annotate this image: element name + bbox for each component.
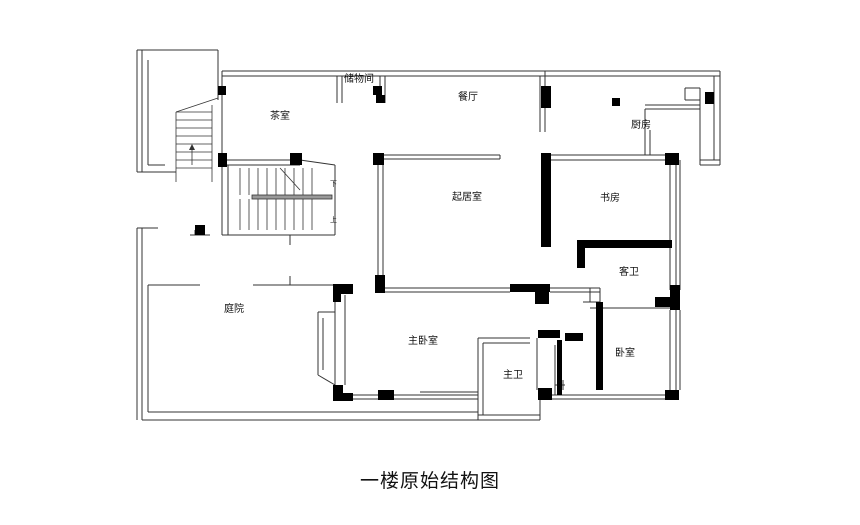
room-label-master-bath: 主卫 [503, 369, 523, 381]
plan-caption: 一楼原始结构图 [359, 470, 500, 492]
room-label-storage: 储物间 [344, 72, 374, 85]
room-label-living: 起居室 [452, 190, 482, 203]
room-label-dining: 餐厅 [458, 90, 478, 103]
room-label-master-bedroom: 主卧室 [408, 334, 438, 347]
room-label-tea-room: 茶室 [270, 109, 290, 122]
stair-treads [239, 168, 313, 230]
stair-railing [251, 194, 333, 200]
stair-label-down: 下 [330, 180, 337, 188]
stair-arrow-head [189, 144, 195, 150]
stair-treads-left [175, 97, 219, 182]
room-label-courtyard: 庭院 [224, 302, 244, 315]
room-label-kitchen: 厨房 [631, 118, 651, 131]
thin-walls [136, 49, 721, 421]
room-label-guest-bath: 客卫 [619, 265, 639, 278]
stair-label-up: 上 [330, 215, 337, 224]
stair-diagonal [279, 167, 301, 191]
solid-walls [195, 86, 714, 401]
room-label-study: 书房 [600, 191, 620, 204]
room-label-bedroom: 卧室 [615, 346, 635, 359]
